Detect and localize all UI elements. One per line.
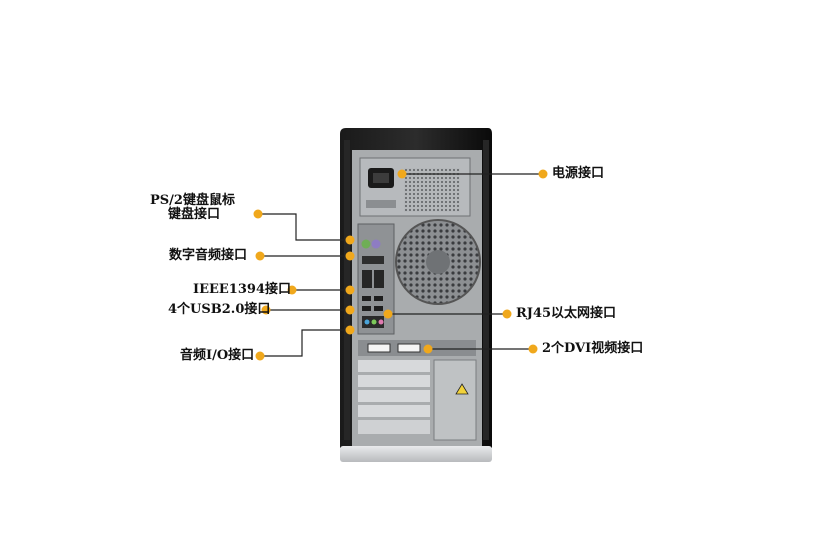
- leader-line-ps2: [262, 213, 346, 241]
- marker-digital-audio-port: [345, 251, 355, 261]
- fan-grille-icon: [395, 219, 481, 305]
- label-dvi: 2个DVI视频接口: [542, 341, 644, 356]
- computer-case: [340, 128, 492, 462]
- marker-ps2-label: [253, 209, 263, 219]
- marker-audio-io-label: [255, 351, 265, 361]
- label-ps2-line2: 键盘接口: [168, 207, 221, 222]
- leader-lines: [262, 173, 540, 357]
- dvi-port-icon: [367, 343, 421, 353]
- label-ieee1394: IEEE1394接口: [193, 282, 291, 297]
- label-ps2-line1: PS/2键盘鼠标: [150, 193, 235, 208]
- psu-vent: [404, 168, 460, 212]
- expansion-slots: [358, 340, 477, 441]
- ps2-port-icon: [361, 239, 381, 249]
- marker-dvi-label: [528, 344, 538, 354]
- marker-audio-io-port: [345, 325, 355, 335]
- marker-dvi-port: [423, 344, 433, 354]
- leader-line-audio-io: [264, 329, 346, 357]
- label-power: 电源接口: [552, 166, 605, 181]
- marker-rj45-port: [383, 309, 393, 319]
- marker-ps2-port: [345, 235, 355, 245]
- marker-usb-label: [261, 305, 271, 315]
- usb-port-icon: [362, 296, 383, 311]
- case-base: [340, 446, 492, 462]
- marker-ieee1394-label: [287, 285, 297, 295]
- label-digital-audio: 数字音频接口: [169, 248, 248, 263]
- marker-rj45-label: [502, 309, 512, 319]
- power-socket-icon: [368, 168, 394, 188]
- marker-usb-port: [345, 305, 355, 315]
- marker-digital-audio-label: [255, 251, 265, 261]
- marker-ieee1394-port: [345, 285, 355, 295]
- callout-markers: [253, 169, 548, 361]
- label-usb: 4个USB2.0接口: [168, 302, 271, 317]
- marker-power-label: [538, 169, 548, 179]
- label-rj45: RJ45以太网接口: [516, 306, 617, 321]
- marker-power-psu: [397, 169, 407, 179]
- label-audio-io: 音频I/O接口: [180, 348, 255, 363]
- warning-icon: [455, 383, 469, 395]
